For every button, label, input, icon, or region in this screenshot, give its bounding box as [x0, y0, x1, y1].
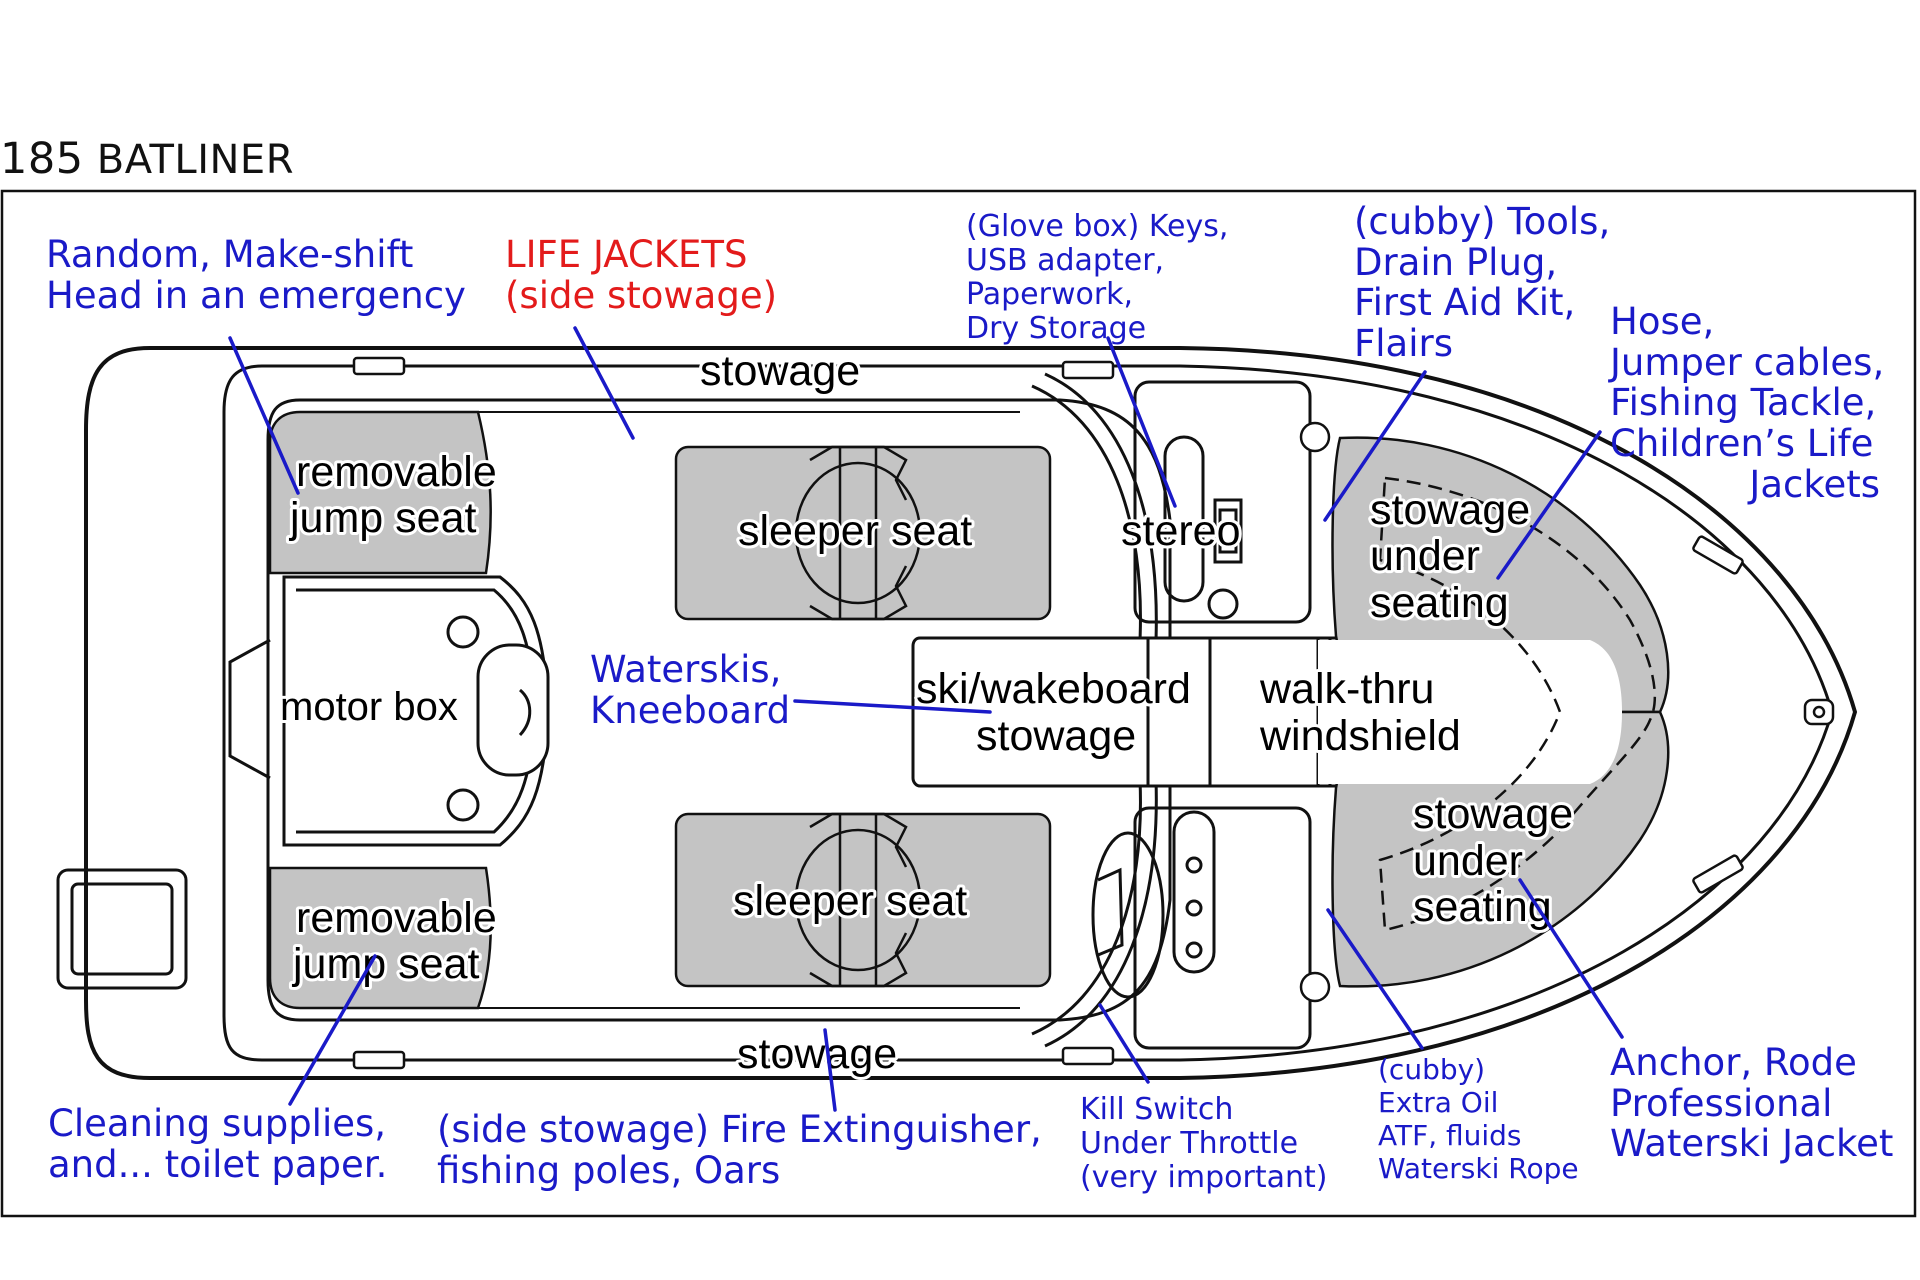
swim-ladder — [56, 868, 188, 990]
label-jump-seat-top-2: jump seat — [288, 494, 476, 542]
note-head: Random, Make-shift Head in an emergency — [46, 233, 466, 318]
bow-dashed-covers — [1378, 476, 1656, 932]
label-bow-stowage-top-3: seating — [1370, 579, 1509, 627]
bow-cleat-top — [1299, 421, 1331, 453]
leader-hose — [1496, 430, 1602, 580]
label-walk-thru-1: walk-thru — [1259, 665, 1434, 713]
label-stowage-bottom: stowage — [737, 1030, 897, 1078]
note-cubby-oil: (cubby) Extra Oil ATF, fluids Waterski R… — [1378, 1053, 1579, 1186]
label-ski-stowage-2: stowage — [976, 712, 1136, 760]
label-bow-stowage-top-1: stowage — [1370, 486, 1530, 534]
cleats — [352, 356, 1744, 1070]
note-glove-box: (Glove box) Keys, USB adapter, Paperwork… — [966, 209, 1229, 346]
diagram-frame — [0, 189, 1917, 1218]
leader-anchor — [1518, 878, 1624, 1039]
sleeper-seat-top-shape — [674, 445, 1052, 621]
note-hose: Hose,Jumper cables,Fishing Tackle,Childr… — [1610, 300, 1885, 506]
label-walk-thru-2: windshield — [1259, 712, 1461, 760]
note-cubby-tools: (cubby) Tools, Drain Plug, First Aid Kit… — [1354, 200, 1611, 366]
note-hose-line: Jumper cables, — [1610, 340, 1885, 384]
note-fire-ext: (side stowage) Fire Extinguisher, fishin… — [437, 1108, 1042, 1192]
label-jump-seat-bottom-2: jump seat — [291, 940, 479, 988]
bow-channel — [1318, 640, 1622, 784]
motor-box — [228, 575, 550, 847]
leader-fire-ext — [823, 1028, 837, 1112]
label-sleeper-seat-top: sleeper seat — [738, 507, 972, 555]
leader-lines — [228, 326, 1624, 1112]
cockpit-well — [266, 398, 1172, 1022]
note-hose-line: Hose, — [1610, 300, 1715, 343]
label-jump-seat-bottom-1: removable — [296, 894, 497, 942]
diagram-title: 185 BATLINER — [0, 134, 294, 184]
label-ski-stowage-1: ski/wakeboard — [916, 665, 1191, 713]
leader-cubby-oil — [1326, 908, 1424, 1050]
note-anchor: Anchor, Rode Professional Waterski Jacke… — [1610, 1041, 1894, 1166]
jump-seat-bottom — [268, 866, 492, 1010]
label-bow-stowage-top-2: under — [1370, 532, 1480, 580]
note-hose-line: Jackets — [1749, 462, 1880, 506]
note-hose-line: Children’s Life — [1610, 422, 1874, 466]
leader-cubby-tools — [1323, 370, 1427, 522]
label-stereo: stereo — [1121, 507, 1241, 555]
note-kill-switch: Kill Switch Under Throttle (very importa… — [1080, 1092, 1328, 1195]
leader-waterskis — [793, 699, 992, 714]
leader-life-jackets — [573, 326, 635, 440]
label-sleeper-seat-bottom: sleeper seat — [733, 877, 967, 925]
label-motor-box: motor box — [280, 685, 458, 729]
bow-eye — [1803, 698, 1835, 726]
bow-cleat-bottom — [1299, 971, 1331, 1003]
consoles — [1031, 372, 1312, 1050]
note-cleaning: Cleaning supplies, and... toilet paper. — [48, 1102, 388, 1186]
note-waterskis: Waterskis, Kneeboard — [590, 648, 791, 732]
label-bow-stowage-bottom-2: under — [1413, 837, 1523, 885]
note-hose-line: Fishing Tackle, — [1610, 381, 1877, 425]
leader-cleaning — [288, 954, 377, 1106]
label-bow-stowage-bottom-1: stowage — [1413, 790, 1573, 838]
label-bow-stowage-bottom-3: seating — [1413, 883, 1552, 931]
leader-glove-box — [1106, 336, 1177, 508]
note-life-jackets: LIFE JACKETS (side stowage) — [505, 233, 778, 318]
leader-kill-switch — [1098, 1003, 1150, 1084]
label-stowage-top: stowage — [700, 347, 860, 395]
sleeper-seat-bottom-shape — [674, 812, 1052, 988]
title-model-name: BATLINER — [96, 137, 294, 183]
jump-seat-top — [268, 410, 492, 575]
leader-head — [228, 336, 300, 495]
title-model-number: 185 — [0, 134, 84, 184]
hull-inner-rail — [222, 364, 1834, 1062]
label-jump-seat-top-1: removable — [296, 448, 497, 496]
